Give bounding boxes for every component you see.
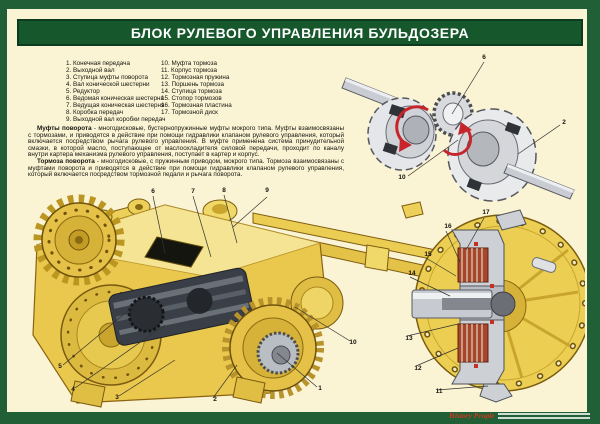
fig3-callout-11: 11 — [435, 387, 443, 395]
fig2-callout-4: 4 — [71, 385, 75, 393]
parts-item: 11. Корпус тормоза — [161, 66, 218, 74]
parts-item: 10. Муфта тормоза — [161, 60, 217, 67]
parts-item: 3. Ступица муфты поворота — [66, 73, 148, 81]
fig3-callout-12: 12 — [414, 364, 422, 372]
fig1-callout-2: 2 — [562, 118, 566, 126]
fig2-callout-7: 7 — [191, 187, 195, 195]
leader-lines — [406, 217, 489, 391]
parts-item: 9. Выходной вал коробки передач — [66, 115, 166, 123]
paragraph-body: - многодисковые, бустернопружинные муфты… — [28, 125, 344, 159]
fig2-callout-1: 1 — [318, 384, 322, 392]
parts-item: 14. Ступица тормоза — [161, 87, 222, 95]
parts-item: 5. Редуктор — [66, 87, 100, 95]
fig3-callout-15: 15 — [424, 250, 432, 258]
fig1-callout-10: 10 — [398, 173, 406, 181]
parts-list-column-1: 1. Конечная передача 2. Выходной вал 3. … — [66, 60, 166, 124]
title-bar: БЛОК РУЛЕВОГО УПРАВЛЕНИЯ БУЛЬДОЗЕРА — [17, 19, 583, 46]
parts-item: 7. Ведущая коническая шестерня — [66, 101, 165, 109]
parts-item: 12. Тормозная пружина — [161, 73, 230, 81]
fig3-callout-16: 16 — [444, 222, 452, 230]
credit-fineprint — [498, 417, 590, 419]
fig1-callout-6: 6 — [482, 53, 486, 61]
fig2-callout-8: 8 — [222, 186, 226, 194]
fig2-callout-10: 10 — [349, 338, 357, 346]
parts-item: 13. Поршень тормоза — [161, 80, 225, 88]
fig2-callout-9: 9 — [265, 186, 269, 194]
paragraph-lead: Муфты поворота — [37, 125, 92, 132]
parts-item: 16. Тормозная пластина — [161, 101, 232, 109]
fig3-callout-17: 17 — [482, 208, 490, 216]
fig2-callout-2: 2 — [213, 395, 217, 403]
fig3-callout-14: 14 — [408, 269, 416, 277]
credit-fineprint — [498, 413, 590, 415]
parts-item: 17. Тормозной диск — [161, 108, 218, 116]
description-text: Муфты поворота - многодисковые, бустерно… — [28, 125, 345, 179]
fig3-callout-13: 13 — [405, 334, 413, 342]
figure-axle-assembly — [32, 194, 442, 408]
parts-item: 4. Вал конической шестерни — [66, 80, 150, 88]
parts-item: 8. Коробка передач — [66, 108, 124, 116]
figure-differential-cutaway — [341, 61, 575, 202]
leader-lines — [62, 194, 351, 399]
parts-list-column-2: 10. Муфта тормоза 11. Корпус тормоза 12.… — [161, 60, 232, 117]
parts-item: 1. Конечная передача — [66, 60, 130, 67]
paragraph-lead: Тормоза поворота — [37, 157, 95, 165]
parts-item: 6. Ведомая коническая шестерня — [66, 94, 164, 102]
paragraph-clutches: Муфты поворота - многодисковые, бустерно… — [28, 125, 344, 159]
fig2-callout-3: 3 — [115, 393, 119, 401]
poster-title: БЛОК РУЛЕВОГО УПРАВЛЕНИЯ БУЛЬДОЗЕРА — [130, 24, 470, 41]
figure-brake-cross-section — [401, 201, 585, 403]
parts-item: 2. Выходной вал — [66, 66, 115, 74]
fig2-callout-6: 6 — [151, 187, 155, 195]
paragraph-brakes: Тормоза поворота - многодисковые, с пруж… — [28, 157, 345, 179]
paragraph-body: - многодисковые, с пружинным приводом, м… — [28, 157, 345, 179]
publisher-logo: History People — [449, 411, 495, 420]
leader-lines — [407, 61, 561, 177]
fig2-callout-5: 5 — [58, 362, 62, 370]
parts-item: 15. Стопор тормозов — [161, 94, 222, 102]
